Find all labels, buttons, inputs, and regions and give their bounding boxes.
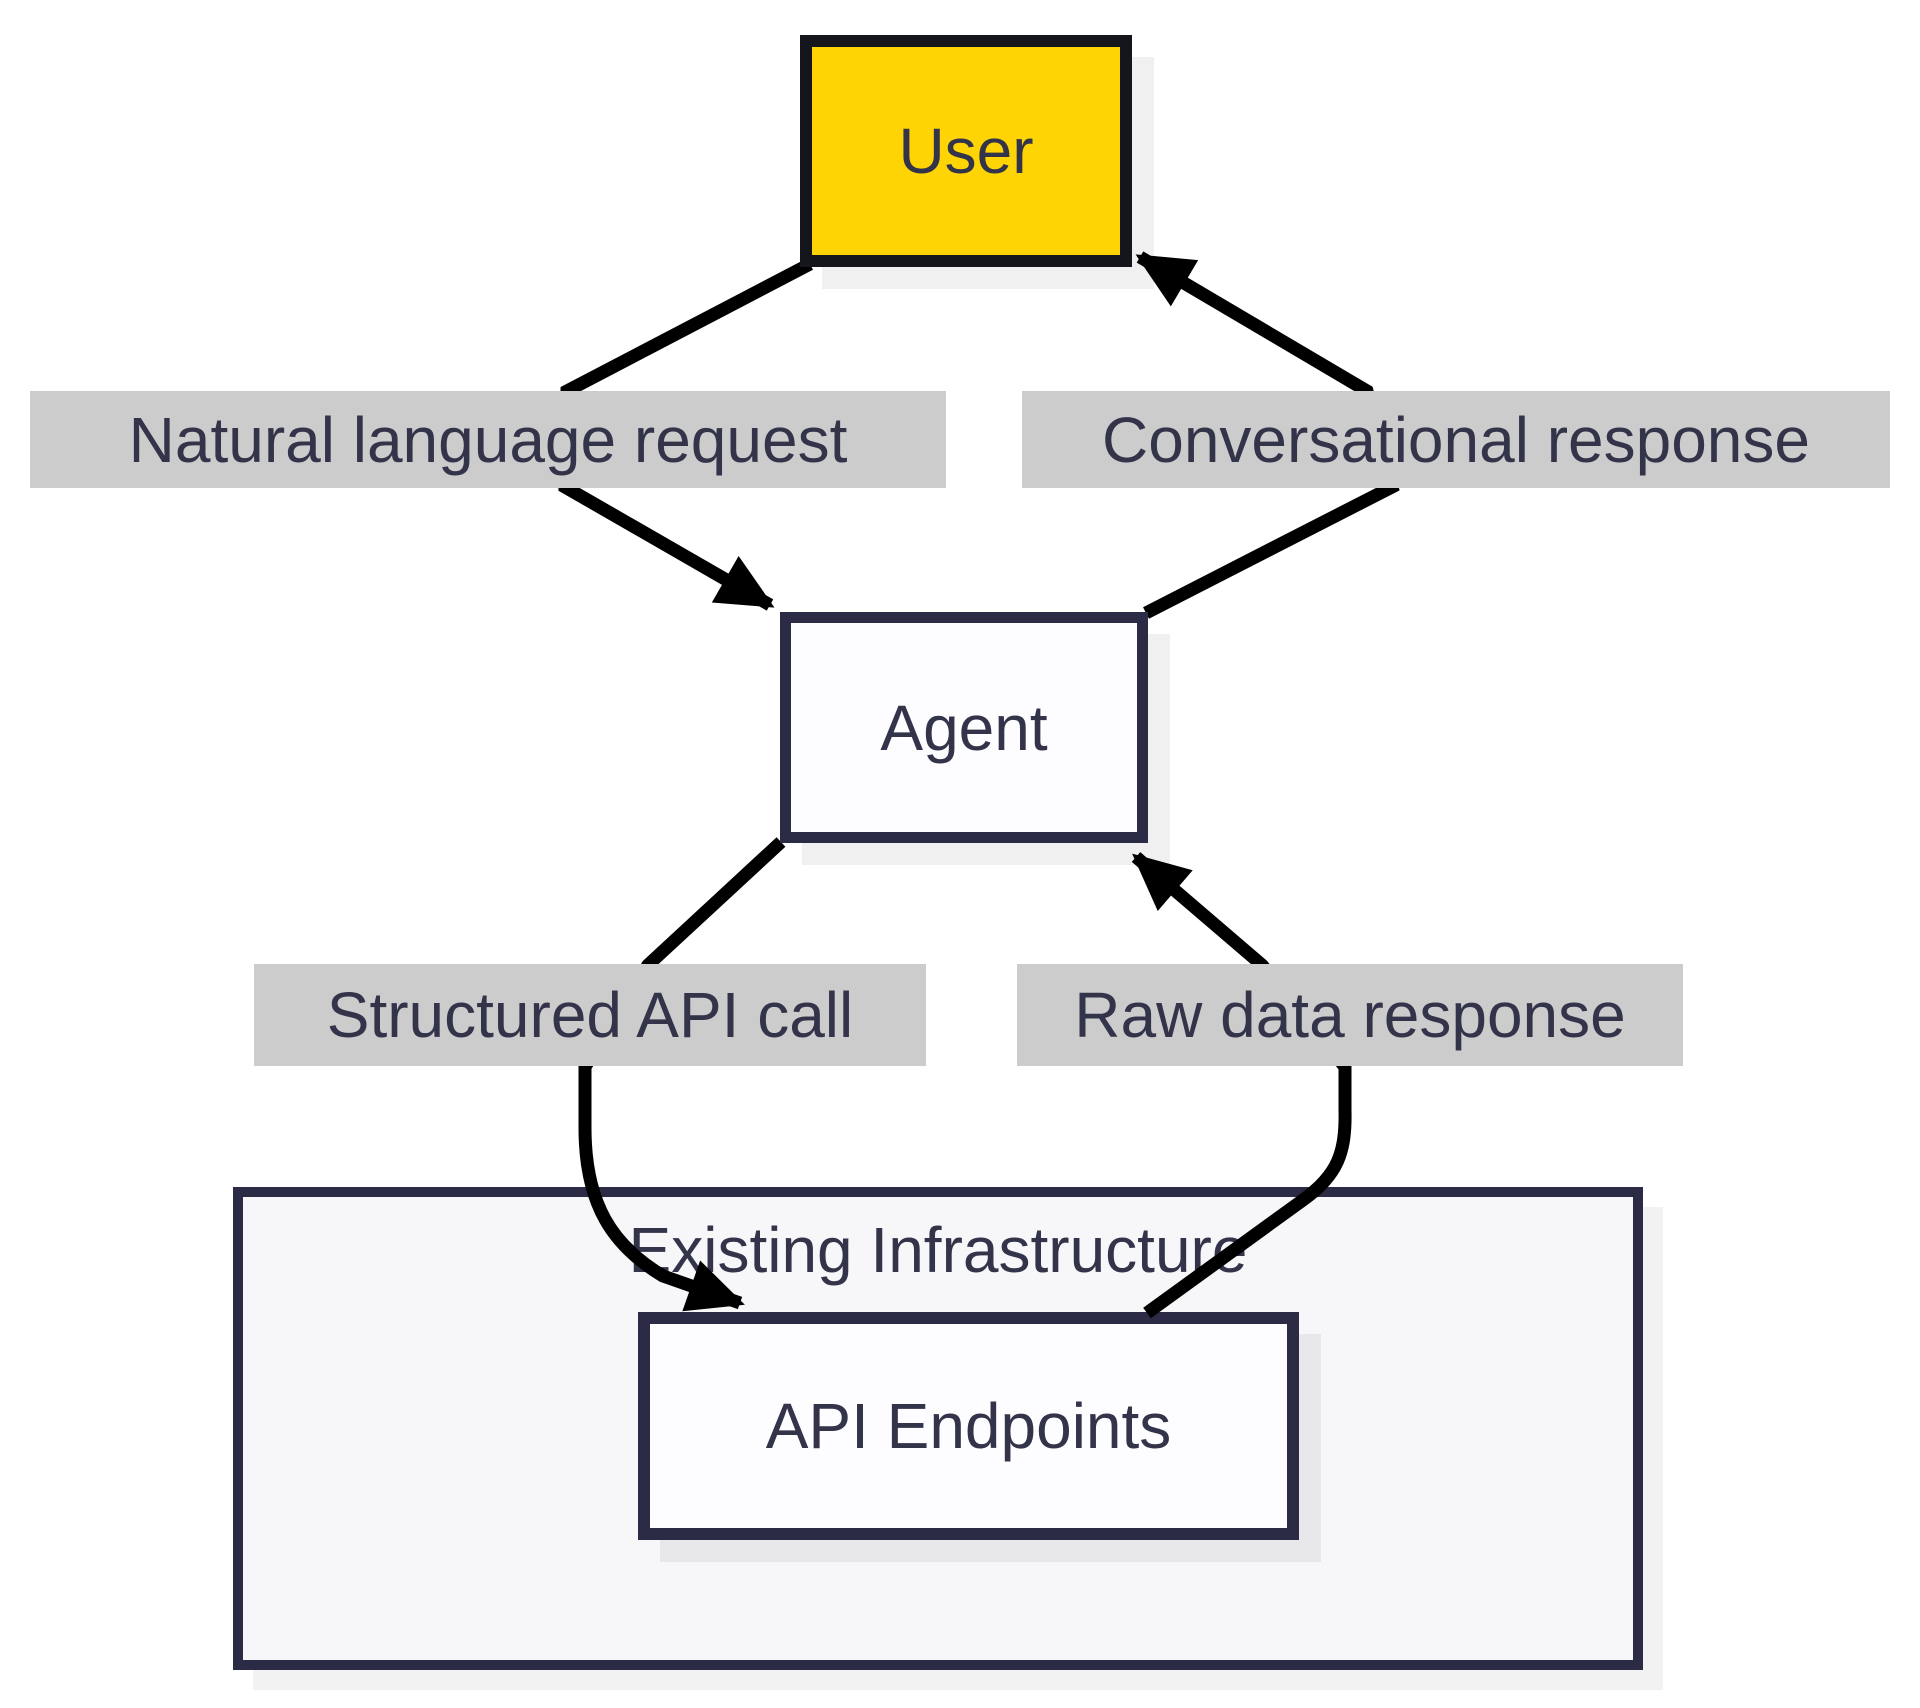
node-agent-label: Agent	[880, 691, 1048, 764]
node-agent: Agent	[780, 612, 1148, 843]
edge-label-natural-language-request: Natural language request	[30, 391, 946, 488]
node-user: User	[800, 35, 1132, 267]
edge-label-raw-data-response: Raw data response	[1017, 964, 1683, 1066]
edge-label-text: Structured API call	[326, 979, 854, 1051]
edge-label-text: Raw data response	[1074, 979, 1626, 1051]
existing-infrastructure-title: Existing Infrastructure	[628, 1214, 1248, 1286]
edge-label-structured-api-call: Structured API call	[254, 964, 926, 1066]
node-user-label: User	[898, 115, 1034, 187]
node-api-endpoints-label: API Endpoints	[765, 1390, 1172, 1462]
node-api-endpoints: API Endpoints	[638, 1312, 1299, 1540]
edge-label-text: Natural language request	[128, 403, 848, 476]
edge-label-text: Conversational response	[1102, 403, 1810, 476]
edge-label-conversational-response: Conversational response	[1022, 391, 1890, 488]
